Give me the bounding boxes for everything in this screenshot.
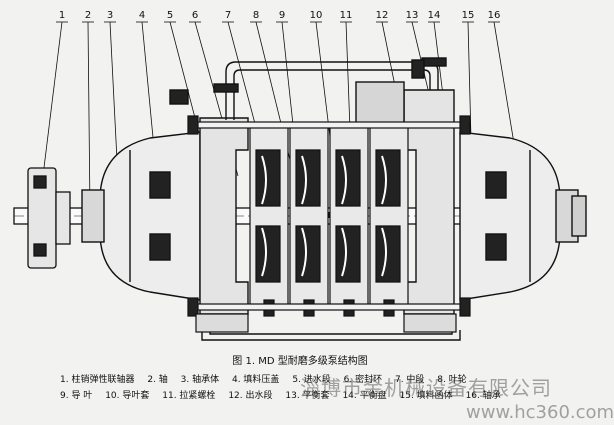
legend-item: 7. 中段: [394, 375, 425, 385]
legend-item: 2. 轴: [147, 375, 168, 385]
guide-vane: [381, 155, 387, 205]
callout-number: 10: [310, 10, 323, 21]
legend-item: 11. 拉紧螺栓: [162, 391, 216, 401]
tie-bolt: [187, 115, 471, 317]
impeller: [375, 149, 401, 207]
coupling: [27, 167, 71, 269]
callout-number: 2: [85, 10, 91, 21]
right-bearing-housing: [459, 131, 587, 301]
legend-item: 5. 进水段: [292, 375, 331, 385]
callout-number: 4: [139, 10, 145, 21]
legend-row-1: 1. 柱销弹性联轴器 2. 轴 3. 轴承体 4. 填料压盖 5. 进水段 6.…: [60, 372, 600, 388]
guide-vane: [261, 227, 267, 277]
callout-number: 15: [462, 10, 475, 21]
guide-vane: [381, 227, 387, 277]
impeller: [295, 225, 321, 283]
leader-line: [109, 21, 119, 181]
callout-number: 8: [253, 10, 259, 21]
leader-line: [345, 21, 351, 131]
legend-item: 13. 平衡套: [285, 391, 330, 401]
callout-number: 14: [428, 10, 441, 21]
callout-number: 1: [59, 10, 65, 21]
guide-vane: [341, 155, 347, 205]
legend-item: 15. 填料函体: [399, 391, 453, 401]
callout-number: 6: [192, 10, 198, 21]
legend-item: 1. 柱销弹性联轴器: [60, 375, 135, 385]
callout-number: 5: [167, 10, 173, 21]
watermark-site: www.hc360.com: [466, 402, 614, 423]
impeller: [255, 225, 281, 283]
legend-row-2: 9. 导 叶 10. 导叶套 11. 拉紧螺栓 12. 出水段 13. 平衡套 …: [60, 388, 600, 404]
impeller: [295, 149, 321, 207]
legend-item: 16. 轴承: [465, 391, 501, 401]
impeller: [375, 225, 401, 283]
callout-number: 9: [279, 10, 285, 21]
legend-item: 12. 出水段: [228, 391, 273, 401]
callout-number: 12: [376, 10, 389, 21]
left-bearing-housing: [81, 131, 201, 301]
guide-vane: [341, 227, 347, 277]
callout-number: 13: [406, 10, 419, 21]
legend-item: 8. 叶轮: [437, 375, 467, 385]
callout-number: 7: [225, 10, 231, 21]
guide-vane: [301, 227, 307, 277]
callout-number: 11: [340, 10, 353, 21]
legend-item: 4. 填料压盖: [231, 375, 280, 385]
guide-vane: [301, 155, 307, 205]
callout-number: 16: [488, 10, 501, 21]
figure-caption: 图 1. MD 型耐磨多级泵结构图: [232, 356, 368, 367]
legend-item: 6. 密封环: [343, 375, 383, 385]
watermark-company: 淄博市金机械设备有限公司: [300, 376, 552, 400]
impeller: [255, 149, 281, 207]
impeller: [335, 149, 361, 207]
legend-item: 14. 平衡盘: [342, 391, 387, 401]
parts-legend: 1. 柱销弹性联轴器 2. 轴 3. 轴承体 4. 填料压盖 5. 进水段 6.…: [60, 372, 600, 404]
impeller: [335, 225, 361, 283]
legend-item: 9. 导 叶: [60, 391, 93, 401]
leader-line: [87, 21, 91, 213]
callout-number: 3: [107, 10, 113, 21]
legend-item: 3. 轴承体: [180, 375, 220, 385]
guide-vane: [261, 155, 267, 205]
legend-item: 10. 导叶套: [105, 391, 150, 401]
